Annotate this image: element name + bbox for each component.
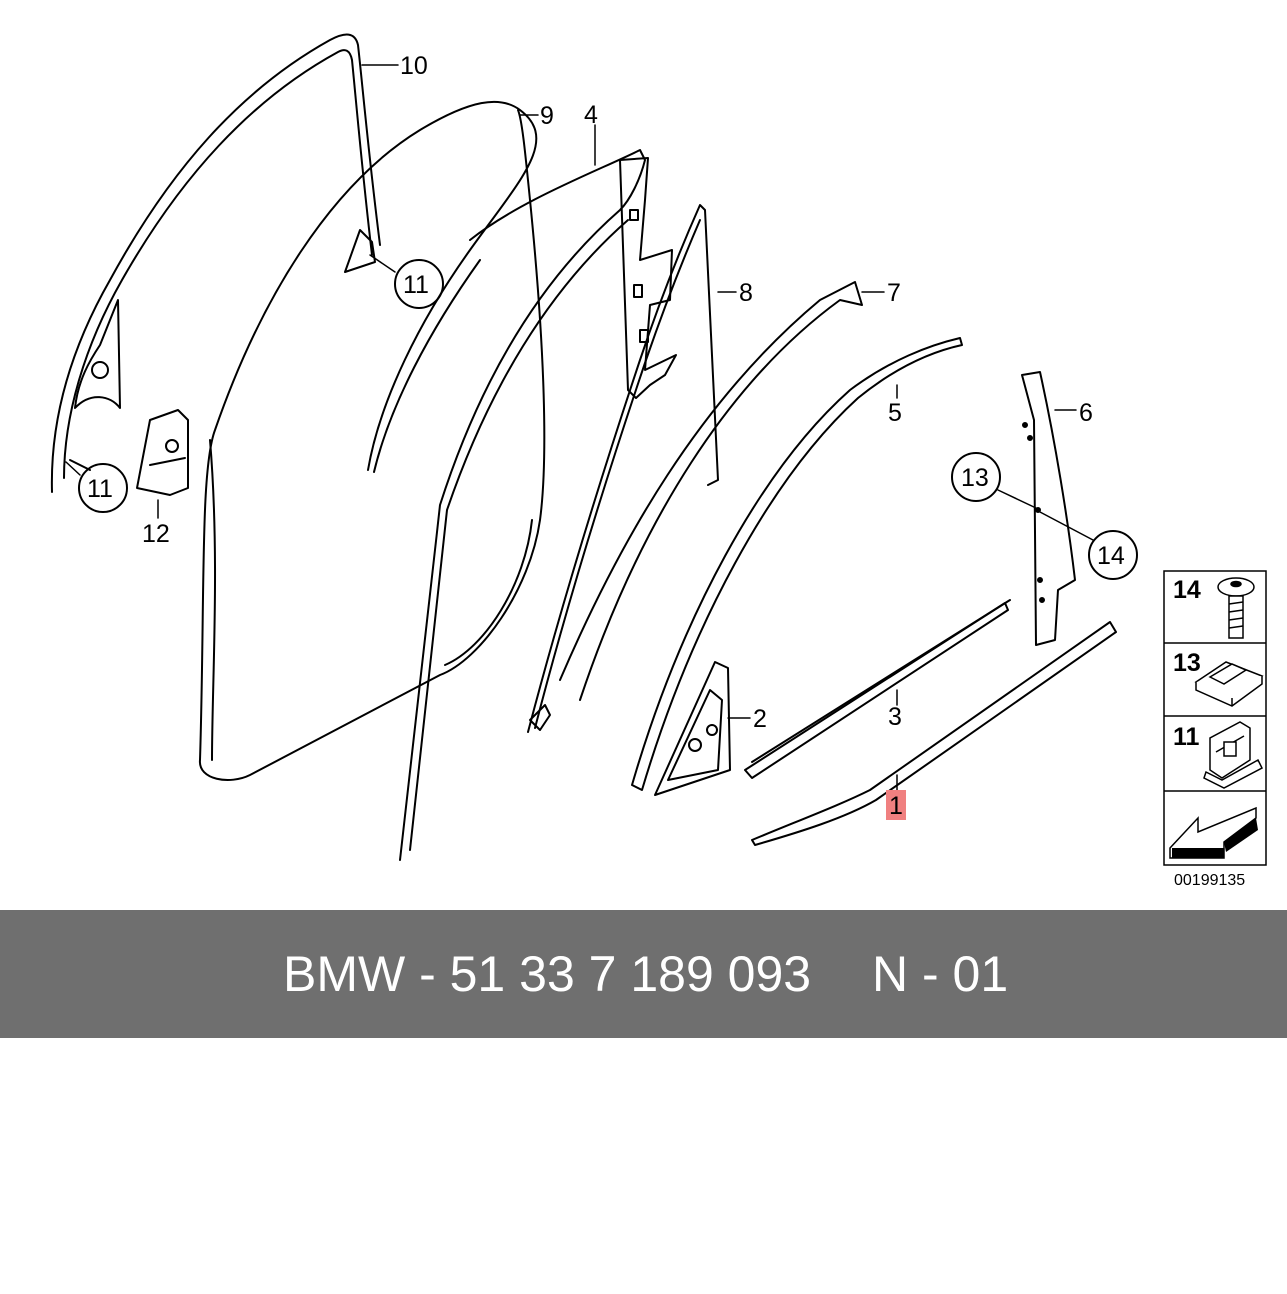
callout-3: 3 [888, 703, 902, 731]
part-3-weather-strip [744, 599, 1011, 779]
callout-14: 14 [1097, 542, 1125, 570]
callout-8: 8 [739, 279, 753, 307]
callout-12: 12 [142, 520, 170, 548]
callout-10: 10 [400, 52, 428, 80]
part-9-door-seal [198, 100, 546, 781]
legend-table: 14 13 11 [1163, 570, 1267, 866]
callout-13: 13 [961, 464, 989, 492]
part-5-trim-strip [631, 337, 963, 791]
exploded-parts-diagram: 10 9 4 11 8 7 5 6 13 11 12 14 2 3 1 14 1… [50, 33, 1267, 889]
diagram-code: 00199135 [1174, 872, 1245, 889]
part-8-window-channel [527, 204, 719, 733]
direction-arrow-icon [1169, 806, 1258, 859]
part-1-moulding [751, 621, 1117, 846]
part-number: BMW - 51 33 7 189 093 [283, 946, 812, 1002]
highlight-box [886, 790, 906, 820]
footer-bar: BMW - 51 33 7 189 093 N - 01 [0, 910, 1287, 1038]
callout-9: 9 [540, 102, 554, 130]
callout-1: 1 [889, 792, 903, 820]
screw-icon [1217, 577, 1255, 639]
bracket-clip-icon [1203, 721, 1263, 789]
part-4-pillar-frame [399, 149, 677, 861]
legend-number-13: 13 [1173, 649, 1201, 677]
callout-4: 4 [584, 101, 598, 129]
callout-2: 2 [753, 705, 767, 733]
callout-11a: 11 [403, 271, 429, 299]
callout-11b: 11 [87, 475, 113, 503]
callout-6: 6 [1079, 399, 1093, 427]
part-7-trim-strip [559, 281, 863, 701]
legend-number-14: 14 [1173, 576, 1201, 604]
part-6-vertical-trim [1021, 371, 1076, 646]
callout-7: 7 [887, 279, 901, 307]
legend-number-11: 11 [1173, 723, 1200, 751]
part-10-door-frame-seal [50, 33, 381, 493]
callout-5: 5 [888, 399, 902, 427]
part-12-bracket [136, 409, 189, 496]
part-2-mirror-triangle [654, 661, 731, 796]
revision-label: N - 01 [872, 946, 1009, 1002]
clip-nut-icon [1194, 661, 1264, 707]
